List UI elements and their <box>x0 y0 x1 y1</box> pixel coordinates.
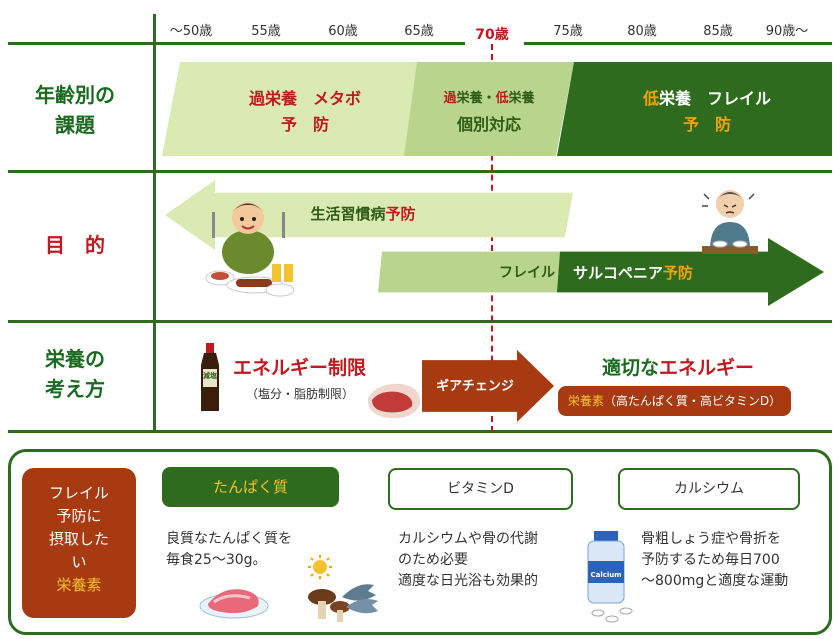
issue-segment-undernutrition <box>557 62 832 156</box>
issue-individual-text: 過栄養・低栄養 個別対応 <box>443 91 535 134</box>
issue-segment-individual <box>404 62 574 156</box>
vitamin-d-title: ビタミンD <box>388 468 573 510</box>
age-label-70: 70歳 <box>475 27 509 43</box>
row-divider-1 <box>8 170 832 173</box>
age-label-50: ～50歳 <box>169 24 213 39</box>
protein-desc: 良質なたんぱく質を 毎食25～30g。 <box>166 531 292 568</box>
calcium-title: カルシウム <box>618 468 800 510</box>
age-70-marker-line <box>491 44 493 432</box>
nutrient-panel <box>8 449 832 635</box>
age-label-65: 65歳 <box>404 24 434 39</box>
age-label-60: 60歳 <box>328 24 358 39</box>
energy-restriction-title: エネルギー制限 <box>233 357 367 379</box>
age-label-80: 80歳 <box>627 24 657 39</box>
vitamin-d-desc: カルシウムや骨の代謝 のため必要 適度な日光浴も効果的 <box>398 531 538 589</box>
issues-row-label: 年齢別の 課題 <box>35 83 115 137</box>
row-divider-3 <box>8 430 832 433</box>
calcium-bottle-label: Calcium <box>590 571 622 579</box>
protein-title: たんぱく質 <box>162 467 339 507</box>
soy-sauce-label: 減塩 <box>203 372 217 380</box>
calcium-bottle-illustration <box>580 527 640 627</box>
man-eating-icon <box>205 202 295 297</box>
age-label-90: 90歳～ <box>765 24 809 39</box>
gear-change-label: ギアチェンジ <box>436 379 514 394</box>
age-label-55: 55歳 <box>251 24 281 39</box>
energy-restriction-sub: （塩分・脂肪制限） <box>246 387 355 401</box>
purpose-row-label: 目 的 <box>45 233 105 257</box>
age-label-85: 85歳 <box>703 24 733 39</box>
issue-overnutrition-text: 過栄養 メタボ 予 防 <box>248 89 362 134</box>
raw-meat-icon <box>199 589 269 619</box>
calcium-bottle-icon <box>587 531 633 623</box>
mushroom-fish-illustration <box>300 555 380 625</box>
elderly-woman-illustration <box>690 180 770 260</box>
issue-undernutrition-text: 低栄養 フレイル 予 防 <box>642 89 772 134</box>
issue-segment-overnutrition <box>162 62 417 156</box>
mushroom-fish-icon <box>308 555 378 622</box>
nutrients-badge: 栄養素（高たんぱく質・高ビタミンD） <box>558 386 791 416</box>
header-divider-left <box>8 42 465 45</box>
sarcopenia-label: サルコペニア予防 <box>573 264 693 282</box>
proper-energy-title: 適切なエネルギー <box>601 357 755 379</box>
row-divider-2 <box>8 320 832 323</box>
nutrition-row-label: 栄養の 考え方 <box>45 347 105 401</box>
man-eating-illustration <box>200 190 300 300</box>
soy-sauce-bottle-illustration <box>195 343 225 413</box>
header-divider-right <box>524 42 832 45</box>
frailty-label: フレイル <box>499 265 555 281</box>
meat-illustration <box>364 378 424 422</box>
fish-meat-illustration <box>198 578 270 620</box>
age-label-75: 75歳 <box>553 24 583 39</box>
meat-icon <box>367 383 421 419</box>
soy-sauce-bottle-icon <box>201 343 219 411</box>
calcium-desc: 骨粗しょう症や骨折を 予防するため毎日700 ～800mgと適度な運動 <box>641 531 789 589</box>
elderly-woman-icon <box>702 190 758 254</box>
nutrient-side-label: フレイル 予防に 摂取した い 栄養素 <box>22 468 136 618</box>
lifestyle-disease-text: 生活習慣病予防 <box>310 205 416 223</box>
column-divider <box>153 14 156 430</box>
